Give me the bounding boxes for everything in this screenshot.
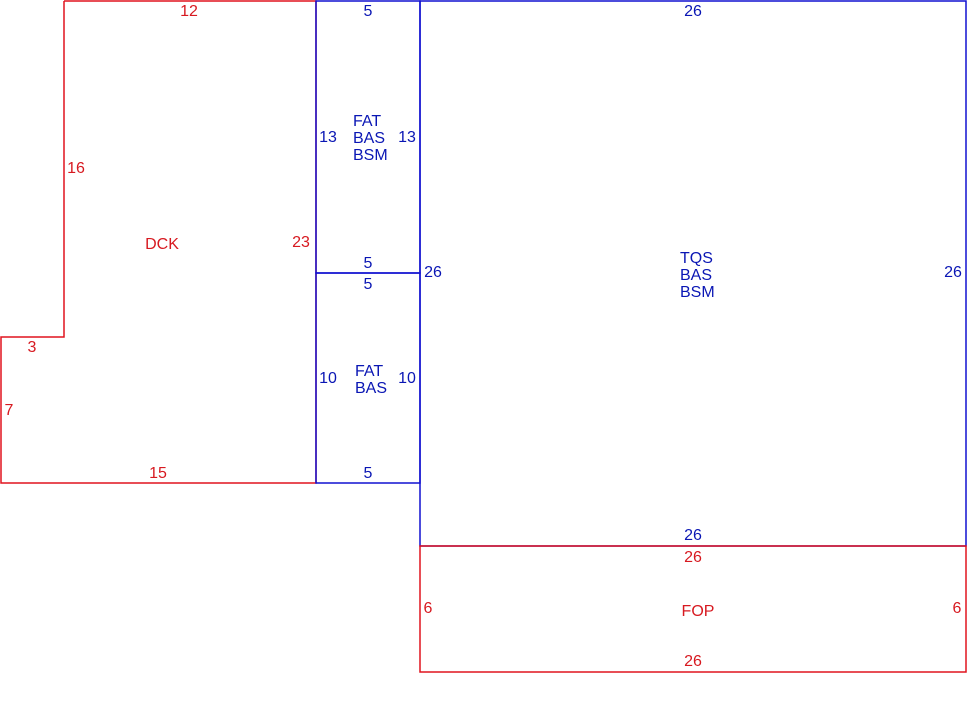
fat-upper-name-line1: FAT [353, 113, 381, 130]
fat-upper-name-line3: BSM [353, 147, 388, 164]
tqs-right-dimension: 26 [944, 264, 962, 281]
fop-top-dimension: 26 [684, 549, 702, 566]
tqs-top-dimension: 26 [684, 3, 702, 20]
fop-bottom-dimension: 26 [684, 653, 702, 670]
fop-right-dimension: 6 [953, 600, 962, 617]
dck-bottom-dimension: 15 [149, 465, 167, 482]
tqs-name-line3: BSM [680, 284, 715, 301]
dck-step-top-dimension: 3 [28, 339, 37, 356]
fat-lower-right-dimension: 10 [398, 370, 416, 387]
dck-top-dimension: 12 [180, 3, 198, 20]
fat-lower-top-dimension: 5 [364, 276, 373, 293]
fat-upper-left-dimension: 13 [319, 129, 337, 146]
fop-left-dimension: 6 [424, 600, 433, 617]
dck-lower-left-dimension: 7 [5, 402, 14, 419]
tqs-left-dimension: 26 [424, 264, 442, 281]
fat-upper-name-line2: BAS [353, 130, 385, 147]
dck-upper-left-dimension: 16 [67, 160, 85, 177]
fat-lower-name-line1: FAT [355, 363, 383, 380]
dck-name: DCK [145, 236, 179, 253]
fop-outline [419, 545, 967, 673]
dck-right-dimension: 23 [292, 234, 310, 251]
tqs-bottom-dimension: 26 [684, 527, 702, 544]
tqs-name-line1: TQS [680, 250, 713, 267]
fat-lower-bottom-dimension: 5 [364, 465, 373, 482]
fop-name: FOP [682, 603, 715, 620]
fat-upper-top-dimension: 5 [364, 3, 373, 20]
fat-lower-left-dimension: 10 [319, 370, 337, 387]
fat-lower-name-line2: BAS [355, 380, 387, 397]
tqs-name-line2: BAS [680, 267, 712, 284]
fat-upper-bottom-dimension: 5 [364, 255, 373, 272]
fat-upper-right-dimension: 13 [398, 129, 416, 146]
